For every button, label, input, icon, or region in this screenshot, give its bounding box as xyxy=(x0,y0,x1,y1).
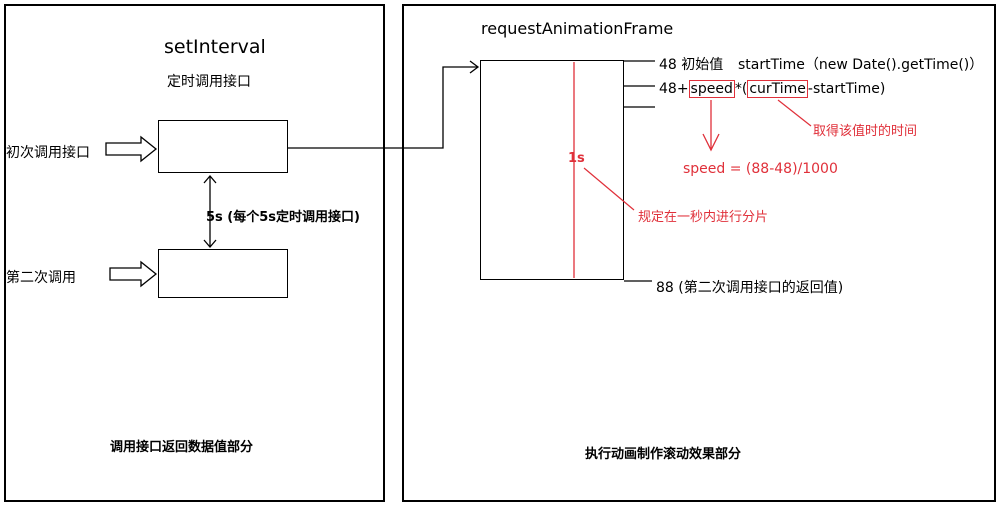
formula-times: *( xyxy=(734,81,748,97)
one-second-label: 1s xyxy=(568,151,585,166)
slice-note: 规定在一秒内进行分片 xyxy=(638,210,769,225)
animation-box xyxy=(480,60,624,280)
cur-time-note: 取得该值时的时间 xyxy=(813,124,918,139)
formula-cur-time: curTime xyxy=(747,80,808,98)
formula: 48+speed*(curTime-startTime) xyxy=(659,80,885,98)
start-time-expr: startTime（new Date().getTime()） xyxy=(738,57,984,73)
speed-equation: speed = (88-48)/1000 xyxy=(683,161,838,177)
end-value-label: 88 (第二次调用接口的返回值) xyxy=(656,280,844,296)
raf-title: requestAnimationFrame xyxy=(481,19,674,38)
formula-rest: -startTime) xyxy=(807,81,886,97)
right-footer: 执行动画制作滚动效果部分 xyxy=(585,447,742,462)
left-footer: 调用接口返回数据值部分 xyxy=(110,440,254,455)
formula-speed: speed xyxy=(688,80,735,98)
first-call-box xyxy=(158,120,288,173)
setinterval-title: setInterval xyxy=(164,36,266,58)
second-call-box xyxy=(158,249,288,298)
formula-base: 48+ xyxy=(659,81,689,97)
first-call-label: 初次调用接口 xyxy=(6,145,90,161)
start-value-label: 48 初始值 xyxy=(659,57,724,73)
second-call-label: 第二次调用 xyxy=(6,270,76,286)
interval-label: 5s (每个5s定时调用接口) xyxy=(206,210,360,225)
setinterval-subtitle: 定时调用接口 xyxy=(167,74,251,90)
